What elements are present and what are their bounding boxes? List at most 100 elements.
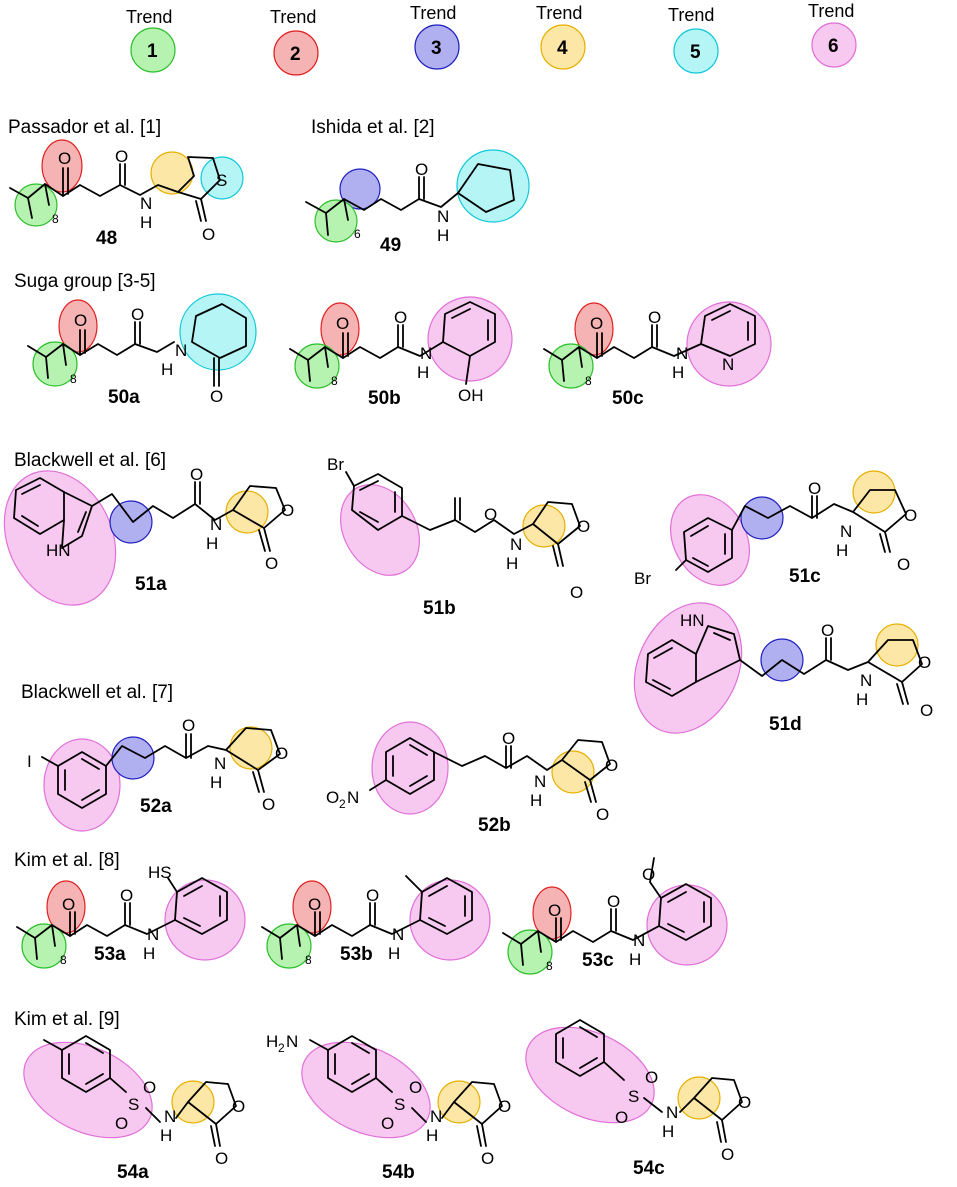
atom-H: H	[662, 1122, 674, 1141]
atom-S: S	[128, 1095, 139, 1114]
atom-H: H	[506, 554, 518, 573]
trend-4-highlight	[229, 726, 273, 770]
atom-O: O	[74, 311, 87, 330]
group-label-kim-8: Kim et al. [8]	[14, 850, 120, 871]
atom-O: O	[182, 716, 195, 735]
group-label-suga: Suga group [3-5]	[14, 271, 156, 292]
compound-51a-label: 51a	[135, 574, 167, 595]
trend-3-highlight	[740, 496, 784, 540]
compound-49-structure: O N H 6 49	[305, 149, 530, 256]
atom-O: O	[265, 554, 278, 573]
atom-N: N	[840, 522, 852, 541]
trend-2-highlight	[574, 302, 614, 356]
atom-O: O	[281, 501, 294, 520]
group-label-ishida: Ishida et al. [2]	[311, 117, 435, 138]
compound-48-label: 48	[96, 228, 117, 249]
compound-52b-structure: O 2 N O N H O O 52b	[326, 721, 618, 836]
trend-1-highlight	[32, 341, 78, 387]
atom-O: O	[605, 756, 618, 775]
trend-1-highlight	[21, 923, 67, 969]
compound-51b-label: 51b	[423, 598, 456, 619]
trend-3-circle	[414, 24, 460, 70]
atom-O: O	[210, 387, 223, 406]
atom-O: O	[381, 1114, 394, 1133]
trend-4-number: 4	[557, 38, 568, 59]
compound-51c-structure: Br O N H O O 51c	[634, 470, 917, 588]
trend-2-highlight	[58, 299, 98, 353]
legend-label-6: Trend	[808, 1, 854, 21]
atom-S: S	[216, 171, 227, 190]
trend-3-highlight	[339, 168, 381, 210]
atom-N: N	[420, 344, 432, 363]
atom-N: N	[676, 344, 688, 363]
atom-N: N	[140, 194, 152, 213]
compound-53a-structure: O O N H HS 8 53a	[16, 863, 246, 969]
compound-51b-structure: Br O N H O O 51b	[327, 455, 590, 619]
atom-O: O	[232, 1097, 245, 1116]
atom-O2N-sub: 2	[339, 797, 346, 811]
atom-O: O	[62, 895, 75, 914]
compound-50b-label: 50b	[368, 388, 401, 409]
atom-H: H	[143, 944, 155, 963]
compound-49-label: 49	[380, 235, 401, 256]
atom-N: N	[534, 772, 546, 791]
trend-2-highlight	[292, 880, 332, 934]
trend-4-highlight	[875, 623, 919, 667]
group-label-passador: Passador et al. [1]	[8, 117, 161, 138]
trend-3-highlight	[111, 736, 155, 780]
atom-O: O	[275, 744, 288, 763]
compound-50a-structure: O O N H O 8 50a	[27, 293, 257, 408]
trend-2-highlight	[320, 302, 360, 356]
atom-O: O	[484, 505, 497, 524]
trend-6-circle	[811, 22, 857, 68]
atom-N: N	[210, 515, 222, 534]
atom-O: O	[596, 805, 609, 824]
group-label-kim-9: Kim et al. [9]	[14, 1009, 120, 1030]
chain-length: 8	[305, 953, 312, 967]
atom-H: H	[836, 541, 848, 560]
atom-H: H	[417, 363, 429, 382]
compound-54b-structure: H 2 N S O O N H O O 54b	[266, 1032, 511, 1183]
legend-label-3: Trend	[410, 3, 456, 23]
compound-51d-structure: HN O N H O O 51d	[633, 602, 933, 735]
chain-length: 8	[70, 372, 77, 386]
compound-54a-structure: S O O N H O O 54a	[23, 1035, 245, 1183]
compound-52a-structure: I O N H O O 52a	[27, 716, 288, 832]
atom-O: O	[615, 1108, 628, 1127]
atom-O: O	[548, 901, 561, 920]
trend-2-number: 2	[290, 44, 301, 65]
atom-O: O	[738, 1093, 751, 1112]
group-label-blackwell-6: Blackwell et al. [6]	[14, 450, 166, 471]
atom-O: O	[920, 701, 933, 720]
atom-O: O	[409, 1078, 422, 1097]
compound-53b-label: 53b	[340, 944, 373, 965]
atom-O: O	[481, 1149, 494, 1168]
compound-51d-label: 51d	[769, 714, 802, 735]
trend-4-highlight	[150, 151, 194, 195]
trend-5-highlight	[456, 149, 530, 223]
atom-O: O	[336, 314, 349, 333]
chain-length: 8	[52, 212, 59, 226]
trend-3-number: 3	[431, 38, 442, 59]
atom-O: O	[645, 1068, 658, 1087]
atom-O: O	[642, 865, 655, 884]
trend-6-highlight	[43, 738, 121, 832]
atom-N: N	[392, 925, 404, 944]
trend-5-number: 5	[690, 42, 701, 63]
trend-6-number: 6	[828, 36, 839, 57]
atom-O2N-O: O	[326, 788, 339, 807]
atom-O: O	[821, 621, 834, 640]
legend-label-5: Trend	[668, 5, 714, 25]
compound-50c-structure: O O N H N 8 50c	[543, 301, 772, 409]
trend-6-highlight	[427, 296, 513, 382]
atom-O: O	[502, 729, 515, 748]
trend-1-circle	[130, 27, 176, 73]
atom-O: O	[498, 1097, 511, 1116]
trend-2-highlight	[41, 139, 83, 193]
trend-6-highlight	[371, 721, 449, 815]
trend-4-highlight	[551, 750, 595, 794]
atom-N: N	[147, 925, 159, 944]
compound-48-structure: O O N H S O 8 48	[9, 139, 244, 249]
atom-Br: Br	[327, 455, 344, 474]
trend-4-highlight	[852, 470, 896, 514]
